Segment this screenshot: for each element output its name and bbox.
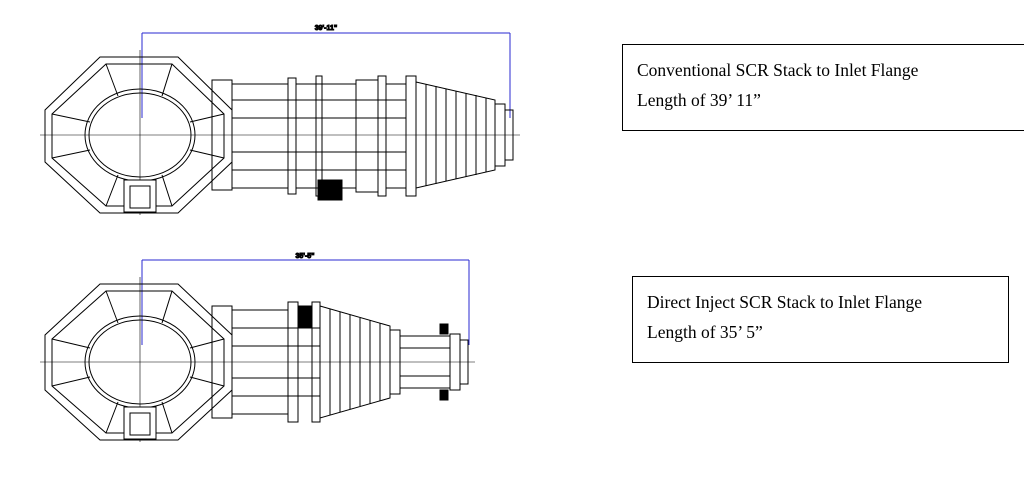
dimension-label-bottom: 35'-5" <box>296 253 315 260</box>
caption-title: Direct Inject SCR Stack to Inlet Flange <box>647 292 923 312</box>
caption-length: Length of 35’ 5” <box>647 322 763 342</box>
caption-title: Conventional SCR Stack to Inlet Flange <box>637 60 919 80</box>
conventional-scr-drawing: 39'-11" <box>40 25 520 215</box>
direct-inject-scr-drawing: 35'-5" <box>40 253 475 442</box>
conventional-scr-caption: Conventional SCR Stack to Inlet Flange L… <box>622 44 1024 131</box>
direct-inject-scr-caption: Direct Inject SCR Stack to Inlet Flange … <box>632 276 1009 363</box>
caption-length: Length of 39’ 11” <box>637 90 761 110</box>
stack-octagon-bottom <box>40 277 475 442</box>
duct-body-top <box>211 75 514 201</box>
scr-stack-drawings: 39'-11" <box>40 25 520 442</box>
duct-body-bottom <box>211 301 469 423</box>
dimension-label-top: 39'-11" <box>315 25 338 32</box>
dimension-line-top <box>141 32 511 118</box>
dimension-line-bottom <box>141 259 470 345</box>
stack-octagon-top <box>40 50 520 215</box>
